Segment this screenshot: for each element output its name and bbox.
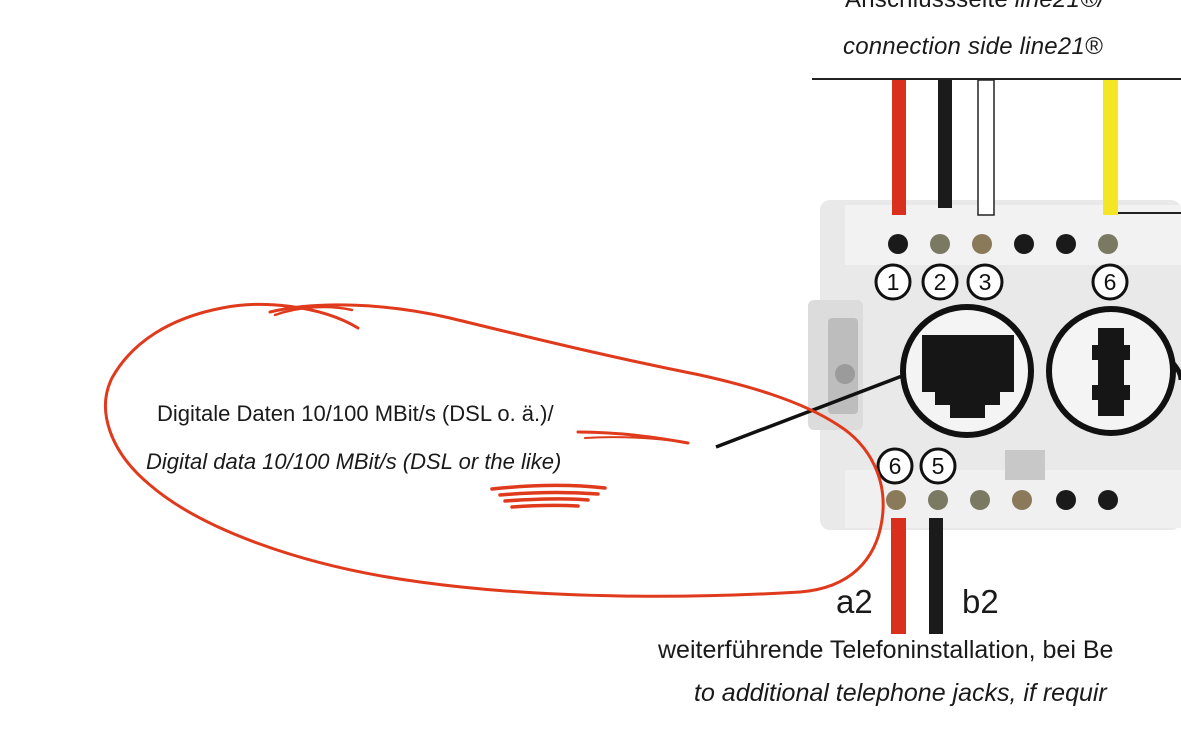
screw-terminal	[970, 490, 990, 510]
black-wire-top	[938, 80, 952, 208]
scribble-ellipse	[104, 303, 885, 598]
terminal-badge	[921, 263, 959, 301]
header-prefix: Anschlussseite	[845, 0, 1015, 13]
red-wire-top	[892, 80, 906, 215]
screw-terminal	[972, 234, 992, 254]
terminal-number: 1	[887, 269, 900, 295]
scribble-tail	[273, 305, 354, 317]
digital-data-label-en: Digital data 10/100 MBit/s (DSL or the l…	[146, 449, 562, 474]
footer-text-de: weiterführende Telefoninstallation, bei …	[658, 636, 1114, 664]
yellow-wire-top	[1103, 80, 1118, 215]
red-wire-a2	[891, 518, 906, 634]
digital-data-label-de: Digitale Daten 10/100 MBit/s (DSL o. ä.)…	[157, 401, 554, 426]
header-title-de: Anschlussseite line21®/	[845, 0, 1105, 14]
top-wires	[892, 79, 1181, 216]
rj45-socket	[900, 304, 1034, 438]
wire-label-a2: a2	[836, 583, 873, 620]
terminal-number: 6	[1104, 269, 1117, 295]
top-screw-row	[888, 234, 1118, 254]
black-wire-b2	[929, 518, 943, 634]
scribble-strike	[490, 483, 607, 509]
rj45-port-icon	[922, 335, 1014, 418]
header-title-en: connection side line21®	[843, 33, 1103, 60]
screw-terminal	[888, 234, 908, 254]
screw-terminal	[1014, 234, 1034, 254]
tae-port-icon	[1092, 328, 1130, 416]
footer-text-en: to additional telephone jacks, if requir	[694, 679, 1107, 707]
screw-terminal	[886, 490, 906, 510]
terminal-badge	[876, 447, 914, 485]
terminal-badge	[919, 447, 957, 485]
mounting-screw	[835, 364, 855, 384]
header-brand: line21®/	[1015, 0, 1105, 13]
red-scribble-annotation	[104, 303, 885, 598]
terminal-badge	[1091, 263, 1129, 301]
screw-terminal	[928, 490, 948, 510]
bottom-screw-row	[886, 490, 1118, 510]
terminal-badge	[874, 263, 912, 301]
terminal-number: 6	[889, 453, 902, 479]
screw-terminal	[1098, 234, 1118, 254]
terminal-badges-bottom: 6 5	[876, 447, 957, 485]
terminal-badge	[966, 263, 1004, 301]
tae-socket	[1046, 306, 1181, 436]
bottom-wires	[891, 518, 943, 634]
terminal-number: 3	[979, 269, 992, 295]
module-center-block	[1005, 450, 1045, 480]
screw-terminal	[1056, 490, 1076, 510]
scribble-underline	[584, 436, 677, 442]
screw-terminal	[1056, 234, 1076, 254]
terminal-number: 2	[934, 269, 947, 295]
wire-label-b2: b2	[962, 583, 999, 620]
screw-terminal	[1012, 490, 1032, 510]
screw-terminal	[1098, 490, 1118, 510]
white-wire-top	[977, 79, 995, 216]
terminal-badges-top: 1 2 3 6	[874, 263, 1129, 301]
terminal-number: 5	[932, 453, 945, 479]
screw-terminal	[930, 234, 950, 254]
annotation-pointer-line	[715, 374, 903, 449]
